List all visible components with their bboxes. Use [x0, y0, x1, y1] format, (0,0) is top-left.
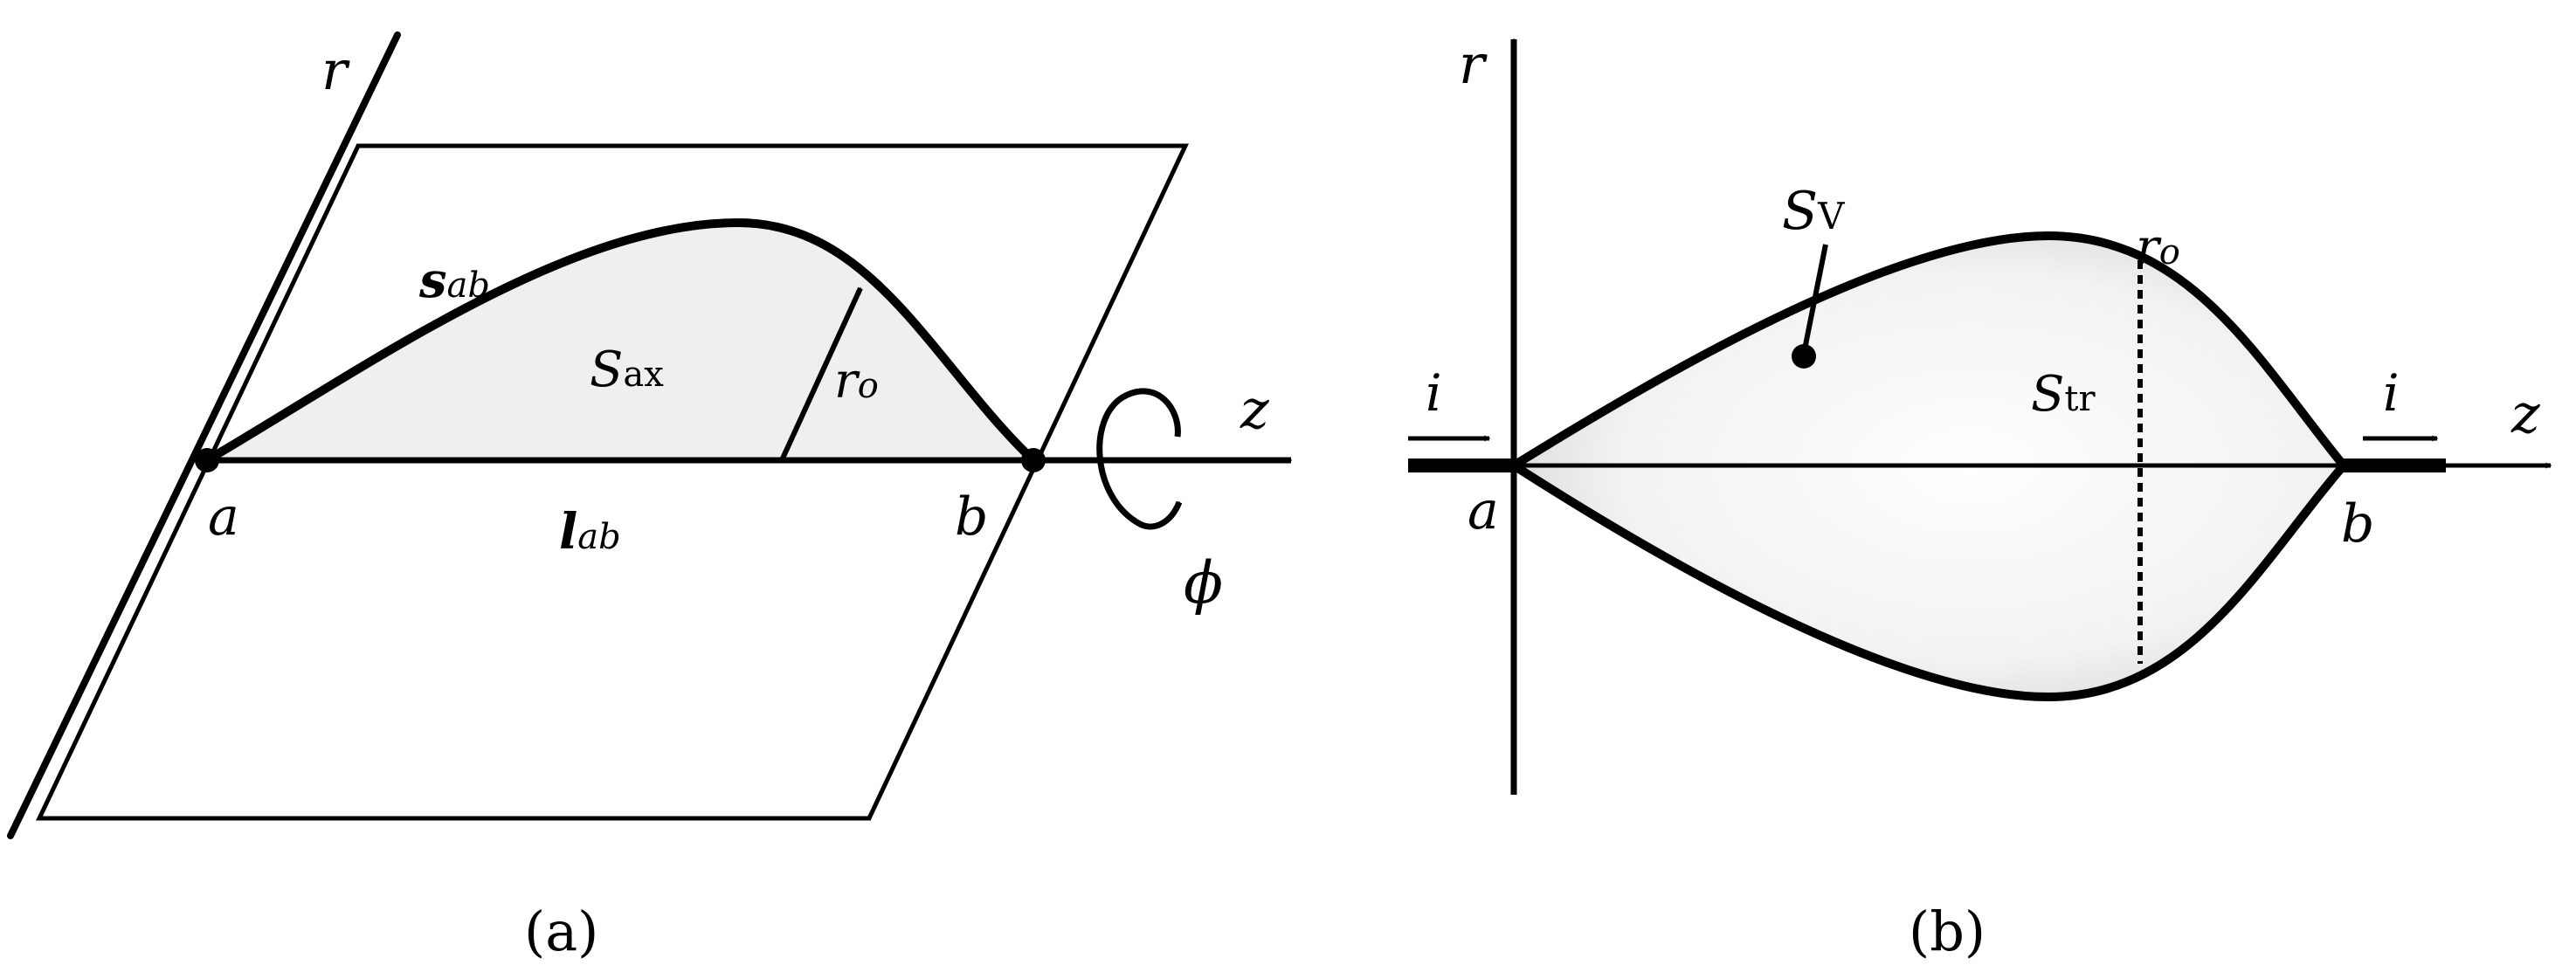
sv-pointer: [1801, 244, 1828, 355]
surface-ax-sub: ax: [623, 355, 664, 395]
caption-a: (a): [524, 900, 598, 963]
half-plane: [36, 143, 1189, 821]
phi-rotation: [1096, 388, 1181, 527]
sv-pointer-dot: [1792, 344, 1816, 369]
point-a-label-b: a: [1468, 480, 1499, 541]
curve-sab-label: sab: [418, 252, 490, 309]
point-b-label: b: [955, 486, 988, 548]
radius-letter-b: r: [2136, 219, 2162, 276]
radius-letter: r: [834, 353, 860, 410]
segment-sub: ab: [577, 517, 620, 557]
radius-label-b: ro: [2136, 219, 2180, 276]
axial-surface: [207, 223, 1033, 460]
surface-v-letter: S: [1782, 181, 1818, 242]
axis-phi-label: ϕ: [1184, 549, 1223, 617]
point-a-label: a: [208, 486, 239, 548]
panel-a: r z ϕ sab Sax ro lab a b (a): [7, 31, 1293, 963]
radius-sub-b: o: [2159, 232, 2180, 272]
current-in-label: i: [1426, 363, 1442, 423]
caption-b: (b): [1909, 900, 1986, 963]
r-axis: [7, 31, 401, 839]
surface-ax-letter: S: [590, 341, 623, 398]
curve-sab: [203, 217, 1038, 465]
segment-lab-label: lab: [559, 503, 621, 561]
surface-ax-label: Sax: [590, 341, 664, 398]
radius-label: ro: [834, 353, 879, 410]
panel-b: r z SV Str ro i i a b (b): [1408, 32, 2552, 963]
phi-rotation-lower: [1138, 500, 1183, 530]
surface-tr-letter: S: [2031, 366, 2064, 423]
current-out-label: i: [2383, 363, 2400, 423]
surface-tr-sub: tr: [2064, 379, 2096, 419]
surface-v-label: SV: [1782, 181, 1845, 242]
axis-r-label-b: r: [1459, 32, 1488, 96]
axis-z-label: z: [1240, 377, 1269, 441]
radius-sub: o: [858, 366, 879, 406]
axis-z-label-b: z: [2510, 382, 2540, 445]
radius-arrow: [779, 286, 863, 462]
axis-r-label: r: [321, 38, 350, 102]
segment-letter: l: [559, 503, 577, 561]
surface-tr-label: Str: [2031, 366, 2096, 423]
surface-v-sub: V: [1817, 195, 1845, 238]
point-a-dot: [195, 448, 219, 472]
point-b-dot: [1021, 448, 1046, 472]
curve-sab-sub: ab: [447, 265, 490, 306]
curve-sab-letter: s: [418, 252, 447, 309]
point-b-label-b: b: [2341, 493, 2374, 555]
